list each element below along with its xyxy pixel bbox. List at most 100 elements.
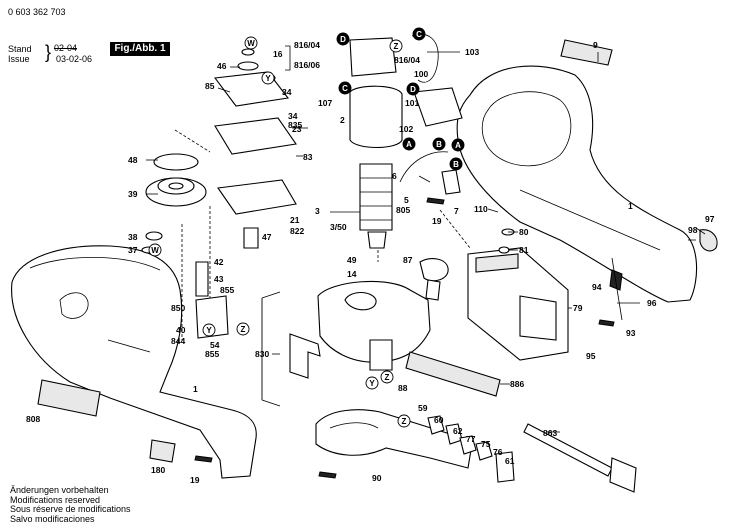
svg-text:Z: Z (385, 373, 390, 382)
part-label-85: 85 (205, 81, 215, 91)
left-housing-shell (11, 245, 257, 479)
part-label-9: 9 (593, 40, 598, 50)
svg-text:Y: Y (369, 379, 375, 388)
gear-stack (141, 48, 297, 339)
part-label-850: 850 (171, 303, 185, 313)
part-label-19-b: 19 (190, 475, 200, 485)
marker-a-right: A (451, 138, 465, 152)
foot-plate-assembly (467, 247, 569, 361)
part-label-7: 7 (454, 206, 459, 216)
svg-text:B: B (436, 140, 442, 149)
part-label-96: 96 (647, 298, 657, 308)
part-label-59: 59 (418, 403, 428, 413)
footer-line-fr: Sous réserve de modifications (10, 504, 131, 514)
part-labels: 9 16 816/04 816/06 816/04 103 100 46 85 … (26, 40, 715, 485)
part-label-48: 48 (128, 155, 138, 165)
marker-b-right: B (449, 157, 463, 171)
part-label-103: 103 (465, 47, 479, 57)
part-label-61: 61 (505, 456, 515, 466)
part-label-3-50: 3/50 (330, 222, 347, 232)
svg-text:Y: Y (265, 74, 271, 83)
part-label-46: 46 (217, 61, 227, 71)
leader-lines (146, 45, 706, 433)
part-label-37: 37 (128, 245, 138, 255)
part-label-34-a: 34 (282, 87, 292, 97)
gear-housing-frame (261, 258, 501, 407)
stand-label: Stand (8, 44, 32, 54)
footer-notice: Änderungen vorbehalten Modifications res… (10, 485, 131, 524)
part-label-97: 97 (705, 214, 715, 224)
part-label-76: 76 (493, 447, 503, 457)
svg-text:Z: Z (241, 325, 246, 334)
part-label-5: 5 (404, 195, 409, 205)
marker-z-center: Z (380, 370, 394, 384)
right-housing-shell (456, 39, 718, 321)
part-label-40: 40 (176, 325, 186, 335)
svg-text:B: B (453, 160, 459, 169)
screws-and-pins (194, 197, 615, 483)
part-label-102: 102 (399, 124, 413, 134)
marker-w-top: W (244, 36, 258, 50)
marker-z-bottom: Z (397, 414, 411, 428)
part-label-855-b: 855 (205, 349, 219, 359)
part-label-93: 93 (626, 328, 636, 338)
part-label-822: 822 (290, 226, 304, 236)
part-label-39: 39 (128, 189, 138, 199)
svg-text:D: D (340, 35, 346, 44)
blade-guide-bar (315, 409, 473, 469)
part-label-863: 863 (543, 428, 557, 438)
part-label-110: 110 (474, 204, 488, 214)
part-label-1-b: 1 (628, 201, 633, 211)
part-label-816-06: 816/06 (294, 60, 320, 70)
svg-text:Z: Z (394, 42, 399, 51)
part-label-16: 16 (273, 49, 283, 59)
revision-brace: } (45, 42, 52, 62)
part-label-835: 835 (288, 120, 302, 130)
part-label-844: 844 (171, 336, 185, 346)
part-label-830: 830 (255, 349, 269, 359)
part-label-90: 90 (372, 473, 382, 483)
part-label-3: 3 (315, 206, 320, 216)
svg-text:C: C (342, 84, 348, 93)
reference-markers: W Y D Z C D C A B A B W Y Z Z Y Z (148, 27, 465, 428)
marker-y-top: Y (261, 71, 275, 85)
part-label-83: 83 (303, 152, 313, 162)
part-label-42: 42 (214, 257, 224, 267)
part-label-808: 808 (26, 414, 40, 424)
part-label-79: 79 (573, 303, 583, 313)
part-label-886: 886 (510, 379, 524, 389)
marker-y-left: Y (202, 323, 216, 337)
marker-z-left: Z (236, 322, 250, 336)
svg-text:W: W (247, 39, 255, 48)
part-label-14: 14 (347, 269, 357, 279)
svg-text:Z: Z (402, 417, 407, 426)
part-label-805: 805 (396, 205, 410, 215)
part-label-77: 77 (466, 434, 476, 444)
marker-y-center: Y (365, 376, 379, 390)
issue-value: 03-02-06 (56, 54, 93, 64)
footer-line-es: Salvo modificaciones (10, 513, 95, 524)
figure-label: Fig./Abb. 1 (110, 42, 170, 56)
part-label-54: 54 (210, 340, 220, 350)
part-label-75: 75 (481, 439, 491, 449)
part-label-23: 23 (292, 124, 302, 134)
marker-d-top: D (336, 32, 350, 46)
part-label-1-a: 1 (193, 384, 198, 394)
rod-and-clamp (523, 423, 637, 493)
part-label-2: 2 (340, 115, 345, 125)
part-label-95: 95 (586, 351, 596, 361)
part-label-816-04-b: 816/04 (394, 55, 420, 65)
part-label-62: 62 (453, 426, 463, 436)
part-label-94: 94 (592, 282, 602, 292)
svg-text:Y: Y (206, 326, 212, 335)
saw-bracket (289, 333, 321, 379)
svg-text:A: A (406, 140, 412, 149)
document-number: 0 603 362 703 (8, 7, 66, 17)
part-label-180: 180 (151, 465, 165, 475)
part-label-60: 60 (434, 415, 444, 425)
part-label-49: 49 (347, 255, 357, 265)
part-label-81: 81 (519, 245, 529, 255)
part-label-47: 47 (262, 232, 272, 242)
part-label-107: 107 (318, 98, 332, 108)
